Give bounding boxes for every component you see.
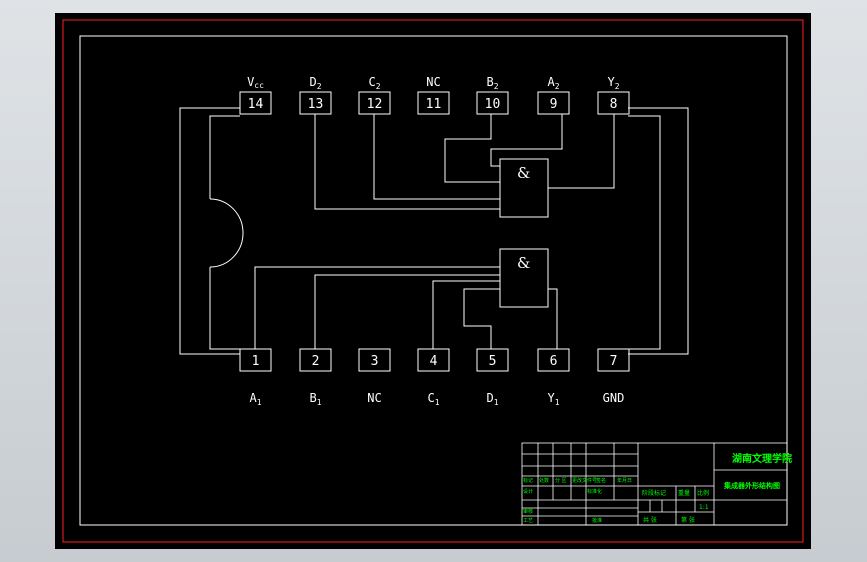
bottom-pin-label-1: A1 [249,391,261,407]
top-pin-label-9: A2 [547,75,559,91]
tb-stage-mark: 阶段标记 [642,489,666,497]
top-pin-box-9 [537,91,570,115]
tb-design: 设计 [523,488,533,495]
wire-pin12 [373,114,500,200]
top-pin-label-13: D2 [309,75,321,91]
wire-pin13 [314,114,500,210]
top-pin-box-14 [239,91,272,115]
tb-scale: 比例 [697,489,709,497]
bottom-pin-box-6 [537,348,570,372]
wire-pin9 [490,114,563,167]
tb-zone: 分 区 [555,477,567,484]
top-pin-label-14: Vcc [247,75,264,90]
tb-sheets-total: 共 张 [643,516,657,524]
outer-border [62,19,804,543]
tb-review: 审核 [523,508,533,515]
tb-count: 处数 [539,477,549,484]
bottom-pin-number-7: 7 [610,354,618,369]
top-pin-number-13: 13 [308,97,324,112]
tb-standard: 标准化 [587,488,602,495]
bottom-pin-number-2: 2 [312,354,320,369]
wire-pin8-output [548,114,615,189]
bottom-pin-label-3: NC [367,391,381,405]
top-pin-number-12: 12 [367,97,383,112]
gate-symbol-upper: & [517,164,530,182]
top-pin-label-10: B2 [486,75,498,91]
title-block-text: 湖南文理学院 集成器外形结构图 标记 处数 分 区 更改文件号 签名 年月日 设… [523,452,792,524]
gate-symbol-lower: & [517,254,530,272]
bottom-pin-box-5 [476,348,509,372]
top-pin-row: 14 Vcc 13 D2 12 C2 11 NC 10 B2 9 A2 8 Y2 [239,75,630,115]
tb-date: 年月日 [617,477,632,484]
drawing-title: 集成器外形结构图 [723,481,780,490]
bottom-pin-number-3: 3 [371,354,379,369]
inner-frame [79,35,788,526]
top-pin-number-8: 8 [610,97,618,112]
tb-approve: 批准 [592,517,602,524]
top-pin-label-12: C2 [368,75,380,91]
tb-sign: 签名 [596,477,606,484]
and-gate-lower: & [499,248,549,308]
bottom-pin-box-7 [597,348,630,372]
wiring [254,114,615,349]
title-block [521,442,788,526]
top-pin-box-10 [476,91,509,115]
tb-mark: 标记 [523,477,533,484]
top-pin-box-11 [417,91,450,115]
bottom-pin-number-5: 5 [489,354,497,369]
tb-process: 工艺 [523,518,533,524]
chip-outline [179,107,689,355]
top-pin-label-11: NC [426,75,440,89]
wire-pin5 [463,288,500,349]
school-name: 湖南文理学院 [732,452,792,465]
top-pin-number-11: 11 [426,97,442,112]
bottom-pin-label-7: GND [603,391,625,405]
tb-doc-no: 更改文件号 [572,477,597,484]
bottom-pin-number-4: 4 [430,354,438,369]
wire-pin1 [254,266,500,349]
bottom-pin-label-6: Y1 [547,391,559,407]
bottom-pin-number-1: 1 [252,354,260,369]
wire-pin2 [314,274,500,349]
bottom-pin-label-2: B1 [309,391,321,407]
tb-scale-value: 1:1 [699,504,709,511]
top-pin-number-9: 9 [550,97,558,112]
top-pin-number-10: 10 [485,97,501,112]
bottom-pin-number-6: 6 [550,354,558,369]
bottom-pin-label-5: D1 [486,391,498,407]
wire-pin6-output [548,288,558,349]
wire-pin10 [444,114,500,183]
bottom-pin-label-4: C1 [427,391,439,407]
bottom-pin-box-3 [358,348,391,372]
wire-pin4 [432,280,500,349]
top-pin-number-14: 14 [248,97,264,112]
tb-weight: 重量 [678,489,690,497]
top-pin-label-8: Y2 [607,75,619,91]
tb-sheet-no: 第 张 [681,516,695,524]
